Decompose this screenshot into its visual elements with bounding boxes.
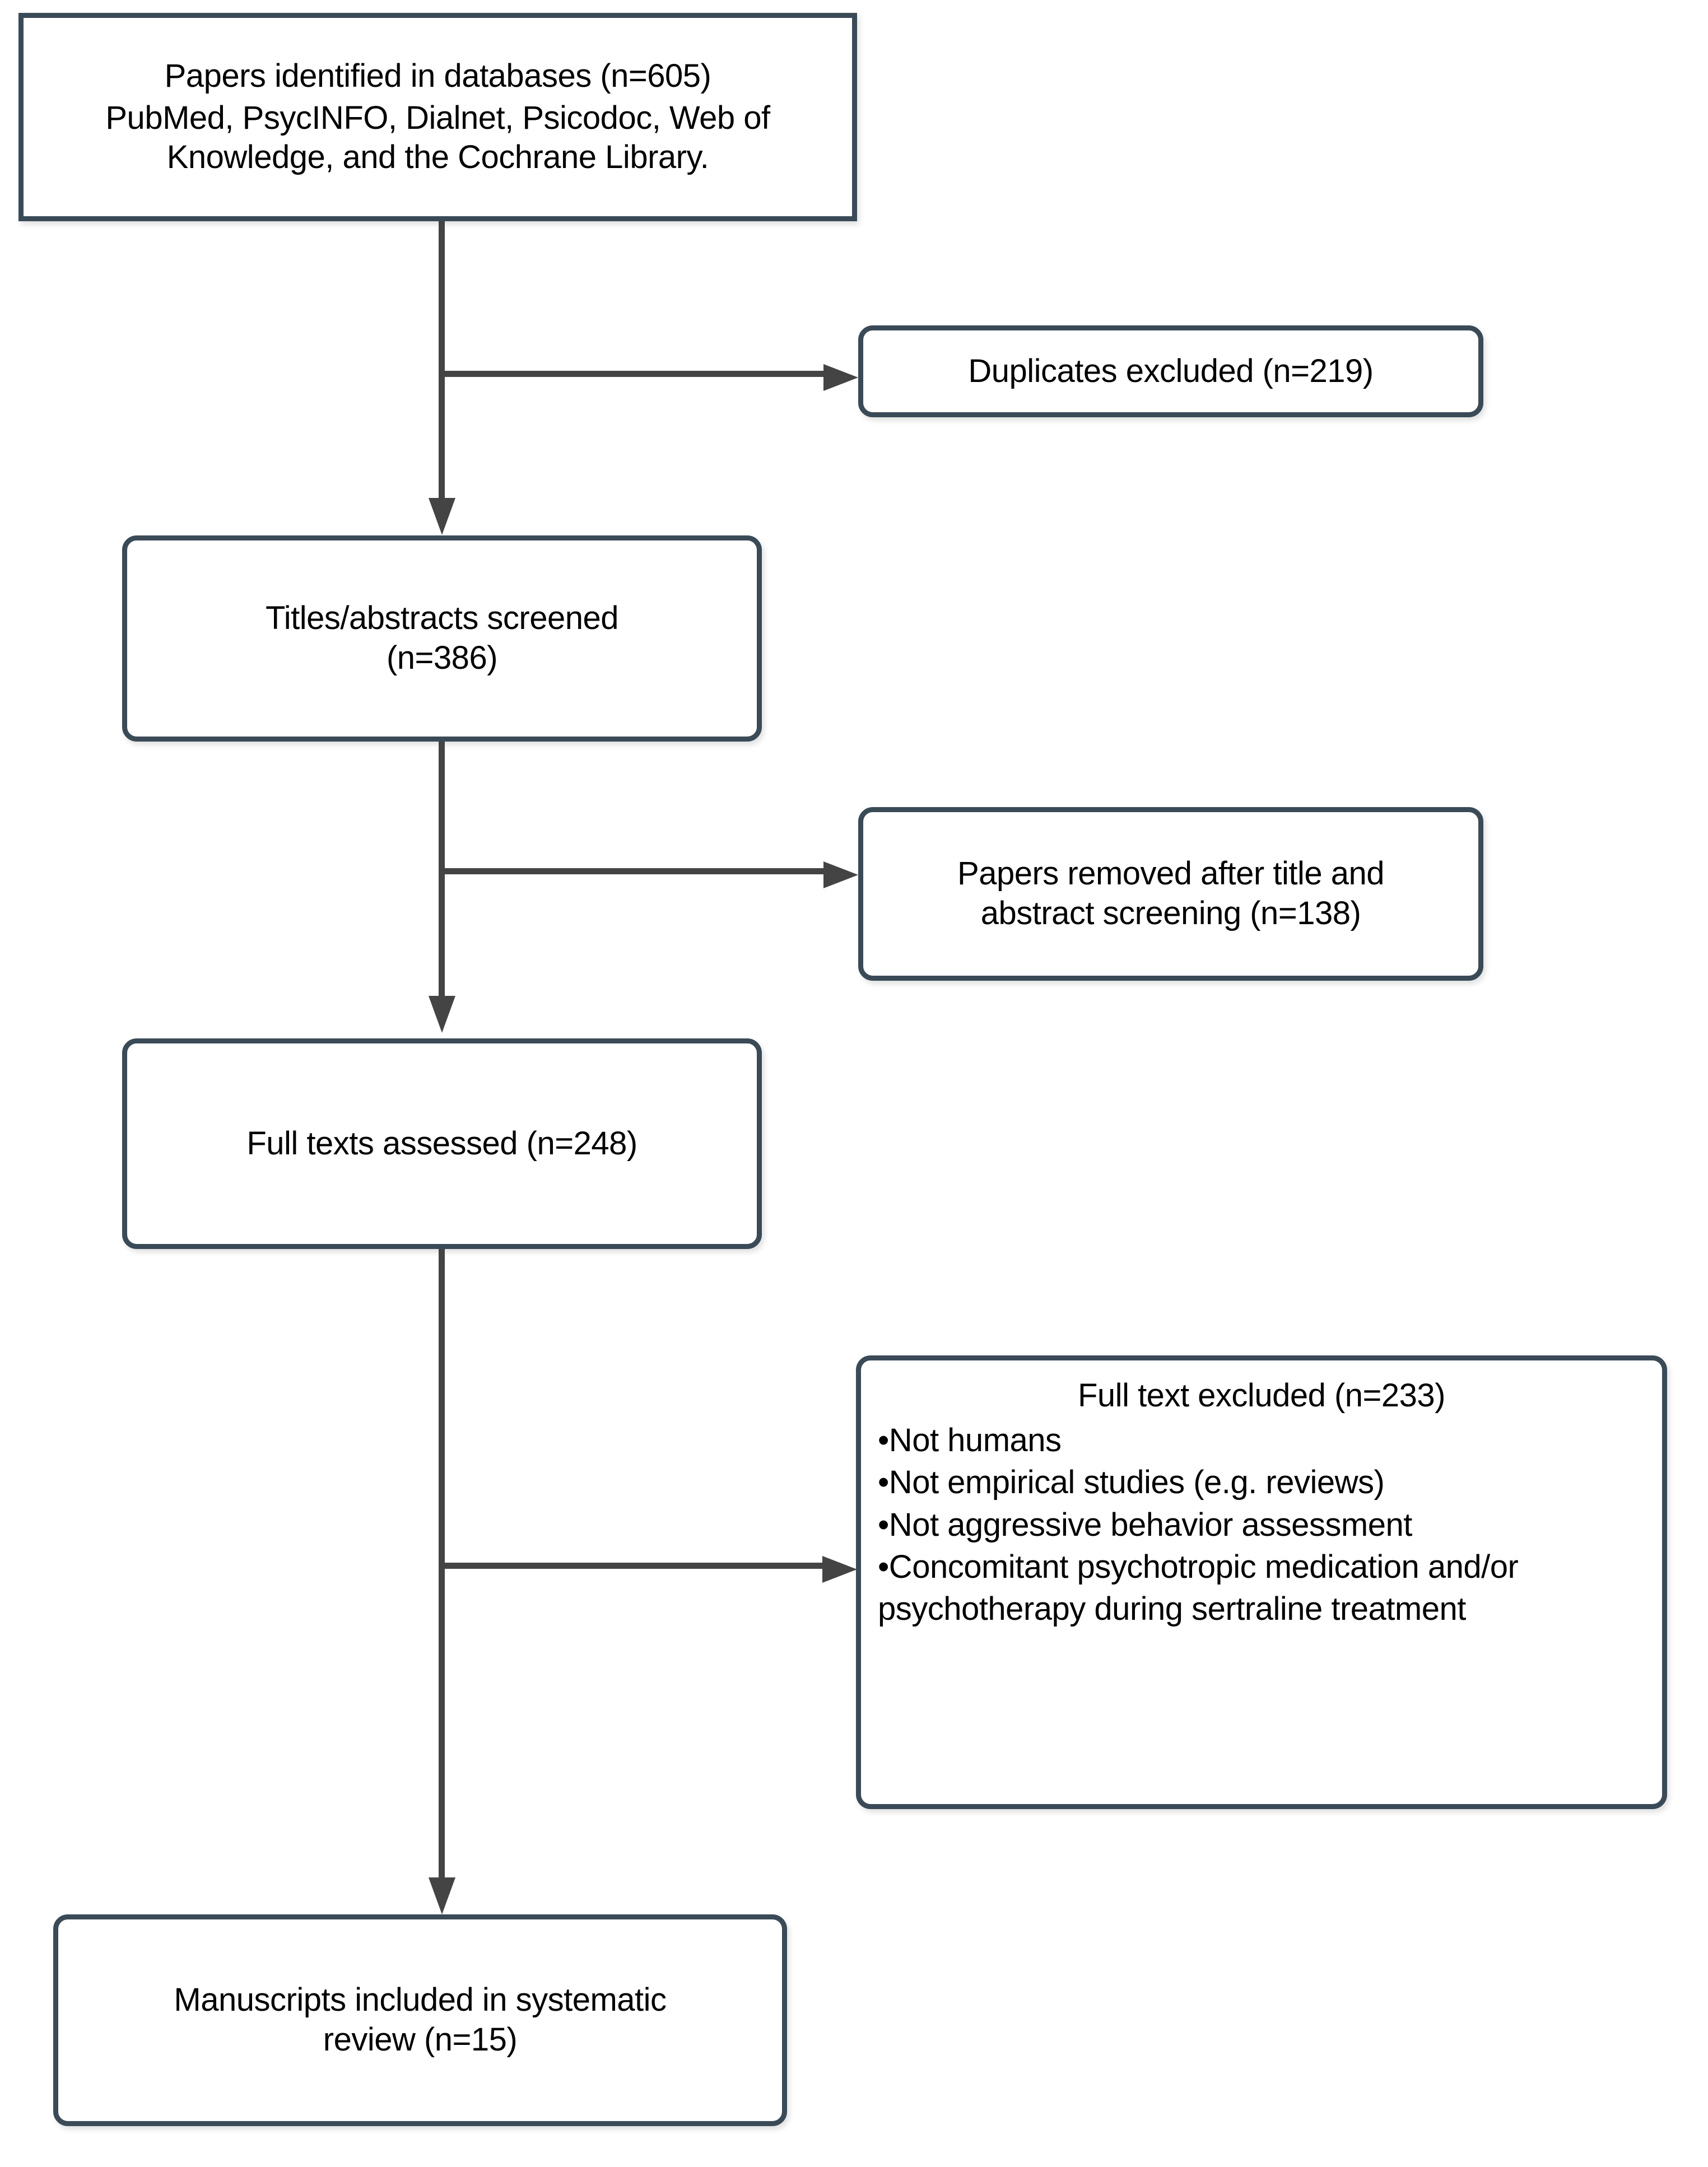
connector-identified-to-screened-arrowhead bbox=[429, 498, 455, 535]
connector-identified-to-screened-stem bbox=[439, 221, 445, 501]
node-titles-abstracts-screened[interactable]: Titles/abstracts screened (n=386) bbox=[122, 535, 762, 742]
node-full-text-excluded-reason: •Not aggressive behavior assessment bbox=[878, 1506, 1412, 1543]
node-manuscripts-included-line1: Manuscripts included in systematic bbox=[174, 1982, 667, 2019]
node-full-text-excluded-reason-list: •Not humans •Not empirical studies (e.g.… bbox=[861, 1419, 1662, 1630]
node-manuscripts-included-line2: review (n=15) bbox=[323, 2021, 518, 2058]
connector-fulltexts-to-excluded-line bbox=[439, 1563, 824, 1569]
node-full-text-excluded-reason: •Not empirical studies (e.g. reviews) bbox=[878, 1464, 1385, 1501]
node-full-text-excluded[interactable]: Full text excluded (n=233) •Not humans •… bbox=[856, 1355, 1667, 1809]
node-papers-identified-title: Papers identified in databases (n=605) bbox=[164, 57, 711, 94]
node-papers-identified[interactable]: Papers identified in databases (n=605) P… bbox=[18, 13, 857, 221]
node-full-text-excluded-reason: •Concomitant psychotropic medication and… bbox=[878, 1548, 1519, 1628]
node-papers-identified-detail: PubMed, PsycINFO, Dialnet, Psicodoc, Web… bbox=[105, 99, 770, 176]
node-full-texts-assessed-label: Full texts assessed (n=248) bbox=[246, 1125, 637, 1162]
connector-screened-to-removed-arrowhead bbox=[823, 861, 858, 888]
connector-identified-to-duplicates-line bbox=[439, 371, 825, 377]
node-duplicates-excluded[interactable]: Duplicates excluded (n=219) bbox=[858, 325, 1483, 417]
node-manuscripts-included[interactable]: Manuscripts included in systematic revie… bbox=[53, 1914, 787, 2126]
connector-identified-to-duplicates-arrowhead bbox=[823, 364, 858, 391]
node-full-text-excluded-title: Full text excluded (n=233) bbox=[1078, 1377, 1445, 1414]
connector-fulltexts-to-included-arrowhead bbox=[429, 1877, 455, 1914]
connector-screened-to-fulltexts-arrowhead bbox=[429, 996, 455, 1033]
connector-fulltexts-to-excluded-arrowhead bbox=[822, 1556, 857, 1583]
node-duplicates-excluded-label: Duplicates excluded (n=219) bbox=[968, 352, 1374, 389]
node-papers-removed-line1: Papers removed after title and bbox=[957, 855, 1384, 892]
node-full-text-excluded-reason: •Not humans bbox=[878, 1422, 1062, 1458]
connector-screened-to-removed-line bbox=[439, 868, 825, 874]
node-papers-removed-line2: abstract screening (n=138) bbox=[980, 895, 1361, 931]
node-full-texts-assessed[interactable]: Full texts assessed (n=248) bbox=[122, 1038, 762, 1249]
node-titles-abstracts-screened-line1: Titles/abstracts screened bbox=[265, 600, 619, 637]
node-papers-removed-after-screening[interactable]: Papers removed after title and abstract … bbox=[858, 807, 1483, 981]
node-titles-abstracts-screened-line2: (n=386) bbox=[386, 640, 498, 676]
